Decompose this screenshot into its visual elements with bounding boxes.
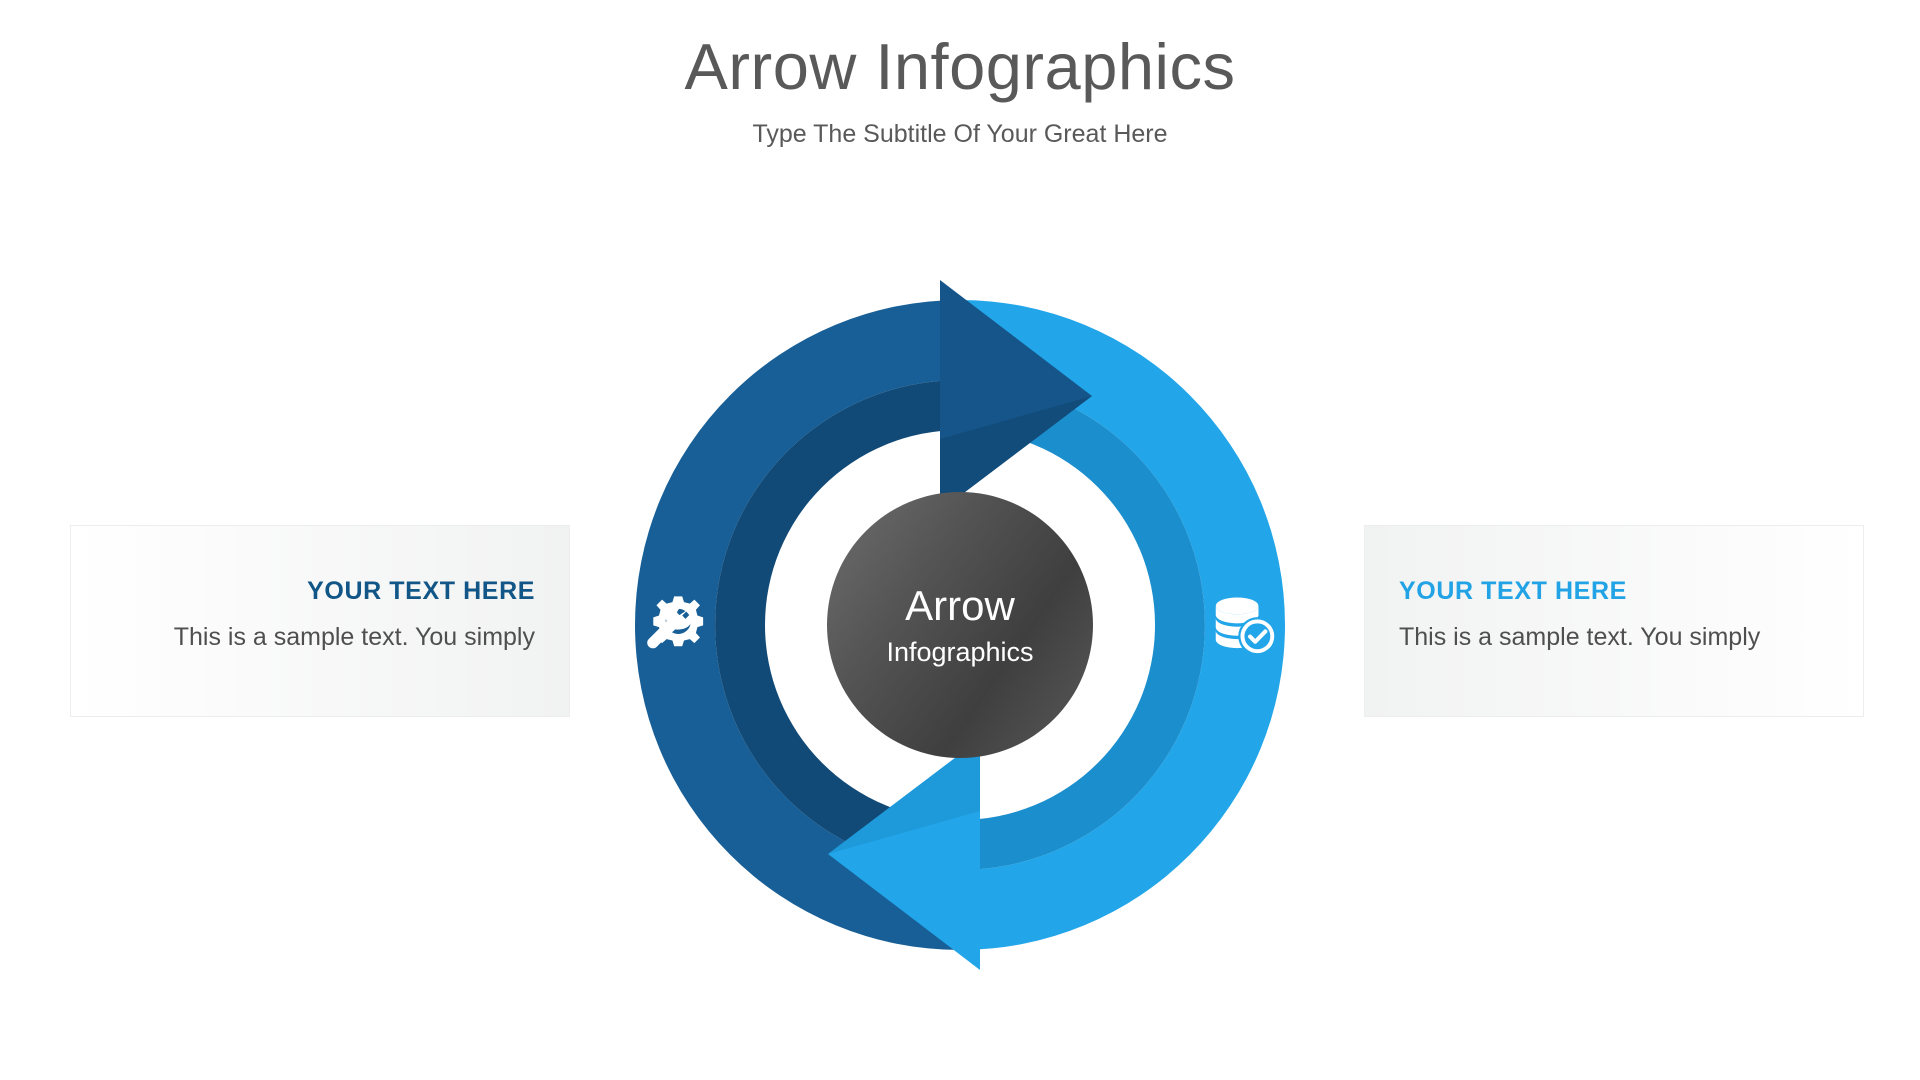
hub-title: Arrow	[905, 581, 1015, 629]
database-check-icon[interactable]	[1209, 589, 1281, 661]
page-subtitle: Type The Subtitle Of Your Great Here	[752, 119, 1168, 148]
left-card-heading: YOUR TEXT HERE	[307, 577, 535, 605]
header: Arrow Infographics Type The Subtitle Of …	[0, 0, 1920, 149]
center-hub: Arrow Infographics	[827, 492, 1093, 758]
right-card-body: This is a sample text. You simply	[1399, 622, 1761, 651]
left-segment-outer-band	[635, 300, 960, 950]
left-text-card[interactable]: YOUR TEXT HERE This is a sample text. Yo…	[70, 525, 570, 717]
arrow-cycle-graphic	[635, 280, 1285, 970]
page-title: Arrow Infographics	[684, 30, 1236, 103]
hub-subtitle: Infographics	[886, 636, 1034, 667]
top-arrow-head	[940, 280, 1092, 511]
left-segment-inner-band	[715, 380, 960, 870]
right-text-card[interactable]: YOUR TEXT HERE This is a sample text. Yo…	[1364, 525, 1864, 717]
right-segment-inner-band	[960, 380, 1205, 870]
right-segment-outer-band	[960, 300, 1285, 950]
wrench-gear-icon[interactable]	[639, 589, 711, 661]
right-card-heading: YOUR TEXT HERE	[1399, 577, 1627, 605]
bottom-arrow-head	[828, 739, 980, 970]
left-card-body: This is a sample text. You simply	[173, 622, 535, 651]
